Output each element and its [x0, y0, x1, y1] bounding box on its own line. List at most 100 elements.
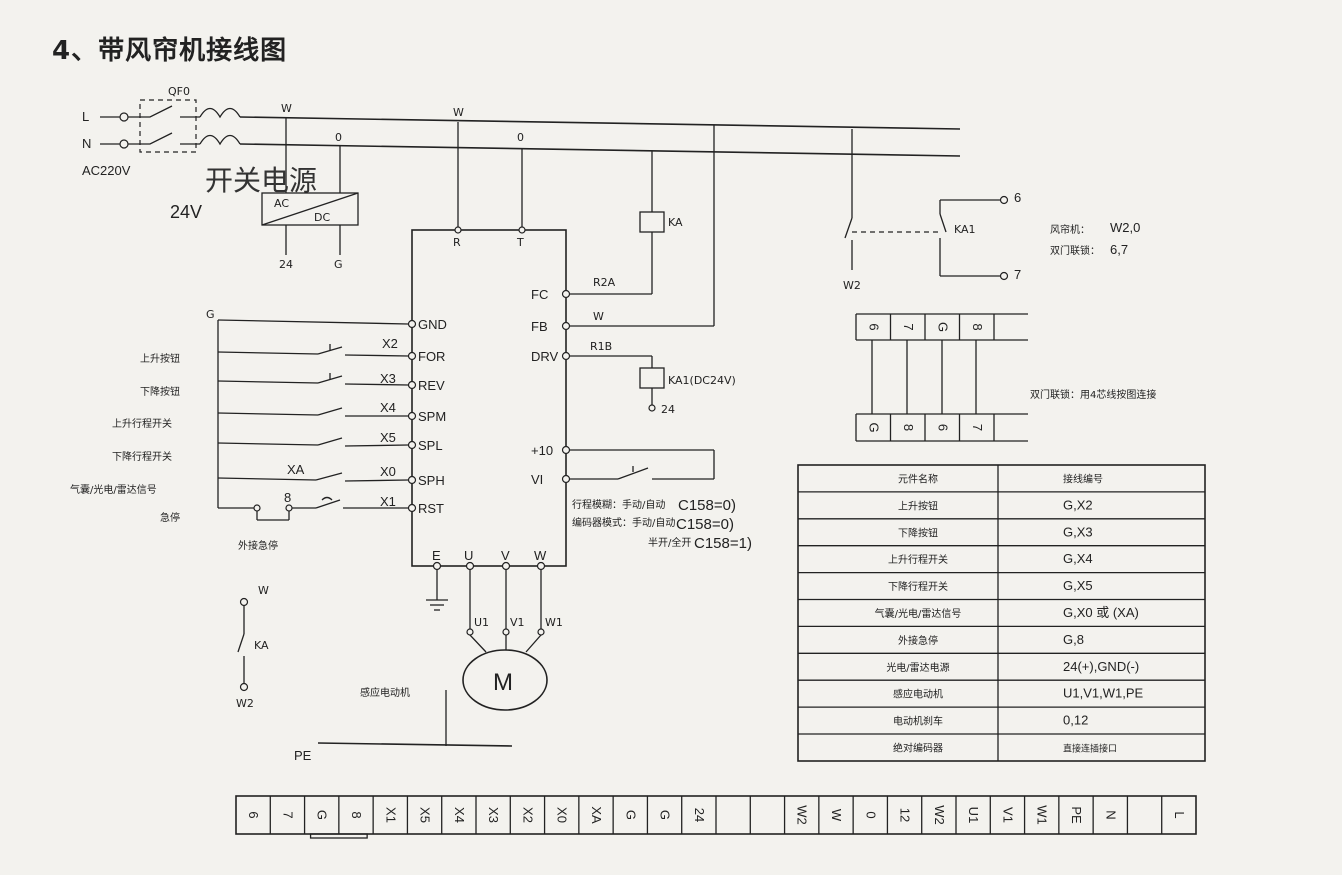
terminal-strip-cell: W2	[932, 805, 947, 825]
terminal-gnd	[407, 319, 417, 329]
estop-terminal-2	[285, 504, 293, 512]
terminal-strip-cell: V1	[1000, 807, 1015, 823]
strip-bottom-cell: 6	[935, 424, 950, 431]
terminal-l	[119, 112, 129, 122]
label-signal: 气囊/光电/雷达信号	[70, 483, 157, 496]
label-v: V	[501, 548, 510, 563]
terminal-strip-cell: 12	[898, 808, 913, 822]
ka-coil	[639, 211, 665, 233]
curtain-terminal-6	[999, 195, 1009, 205]
terminal-w	[536, 561, 546, 571]
label-for: FOR	[418, 349, 445, 364]
label-down-button: 下降按钮	[140, 385, 180, 398]
terminal-fc	[561, 289, 571, 299]
controller-box	[411, 229, 567, 567]
terminal-v	[501, 561, 511, 571]
psu-voltage: 24V	[170, 202, 202, 222]
label-t: T	[516, 236, 524, 249]
strip-bottom-cell: 7	[970, 424, 985, 431]
label-w1: W1	[545, 616, 563, 629]
terminal-n	[119, 139, 129, 149]
mode-note-2: 编码器模式：手动/自动	[572, 516, 675, 529]
label-sph: SPH	[418, 473, 445, 488]
motor-m: M	[493, 669, 513, 696]
table-cell-name: 下降行程开关	[888, 580, 948, 593]
terminal-strip-cell: 24	[692, 808, 707, 822]
terminal-fb	[561, 321, 571, 331]
g-label: G	[206, 308, 215, 321]
label-w: W	[534, 548, 547, 563]
curtain-note-value-2: 6,7	[1110, 242, 1128, 257]
label-gnd: GND	[418, 317, 447, 332]
terminal-strip-cell: X4	[452, 807, 467, 823]
ctrl-top-w: W	[453, 106, 464, 119]
psu-out-24: 24	[279, 258, 293, 271]
x2-label: X2	[382, 336, 398, 351]
terminal-strip-cell: 0	[863, 811, 878, 818]
breaker-qf0	[139, 99, 197, 153]
label-rst: RST	[418, 501, 444, 516]
line-n-label: N	[82, 136, 91, 151]
x0-label: X0	[380, 464, 396, 479]
strip-bottom-cell: G	[866, 422, 881, 432]
table-cell-name: 绝对编码器	[893, 741, 943, 754]
x1-label: X1	[380, 494, 396, 509]
controller: W 0 R T GND FOR REV SPM SPL SPH RST FC F…	[294, 106, 752, 763]
label-plus10: +10	[531, 443, 553, 458]
strip-top-cell: 6	[866, 323, 881, 330]
curtain-w2: W2	[843, 279, 861, 292]
terminal-strip-cell: X2	[520, 807, 535, 823]
strip-top-cell: 7	[901, 323, 916, 330]
label-r: R	[453, 236, 461, 249]
table-cell-code: G,X0 或 (XA)	[1063, 605, 1139, 620]
terminal-v1	[502, 628, 510, 636]
table-cell-name: 上升按钮	[898, 499, 938, 512]
label-u1: U1	[474, 616, 489, 629]
mode-code-1: C158=0)	[678, 497, 736, 514]
interlock-strip-top: 6 7 G 8	[855, 314, 995, 340]
x4-label: X4	[380, 400, 396, 415]
ka-switch-w2: W2	[236, 697, 254, 710]
ka-coil-label: KA	[668, 216, 683, 229]
terminal-plus10	[561, 445, 571, 455]
ka-switch-ka: KA	[254, 639, 269, 652]
terminal-strip-cell: PE	[1069, 806, 1084, 824]
terminal-strip-cell: X5	[418, 807, 433, 823]
psu-w-label: W	[281, 102, 292, 115]
table-cell-code: 直接连插接口	[1063, 742, 1117, 753]
ka-switch-top-terminal	[239, 597, 249, 607]
label-spm: SPM	[418, 409, 446, 424]
line-l-label: L	[82, 109, 89, 124]
label-vi: VI	[531, 472, 543, 487]
terminal-vi	[561, 474, 571, 484]
table-cell-name: 光电/雷达电源	[886, 661, 949, 674]
table-cell-code: G,8	[1063, 632, 1084, 647]
terminal-strip-cell: 7	[280, 811, 295, 818]
interlock-note: 双门联锁：用4芯线按图连接	[1030, 388, 1156, 401]
psu-out-g: G	[334, 258, 343, 271]
terminal-u1	[466, 628, 474, 636]
table-cell-code: 0,12	[1063, 713, 1088, 728]
terminal-strip-cell: U1	[966, 807, 981, 824]
strip-top-cell: G	[935, 322, 950, 332]
label-fc: FC	[531, 287, 548, 302]
terminal-strip-cell: X3	[486, 807, 501, 823]
terminal-spm	[407, 411, 417, 421]
terminal-strip-cell: X1	[383, 807, 398, 823]
xa-label: XA	[287, 462, 305, 477]
terminal-strip-cell: L	[1172, 811, 1187, 818]
page-title: 4、带风帘机接线图	[52, 36, 288, 66]
ka-contact: W KA W2	[236, 584, 269, 710]
table-cell-code: G,X3	[1063, 524, 1093, 539]
mode-code-2: C158=0)	[676, 516, 734, 533]
breaker-label: QF0	[168, 85, 190, 98]
motor-label: 感应电动机	[360, 686, 410, 699]
mode-note-1: 行程模糊：手动/自动	[572, 498, 665, 511]
table-cell-code: 24(+),GND(-)	[1063, 659, 1139, 674]
terminal-w1	[537, 628, 545, 636]
r2a-label: R2A	[593, 276, 616, 289]
label-ext-estop: 外接急停	[238, 539, 278, 552]
ka-switch-bottom-terminal	[239, 682, 249, 692]
strip-top-cell: 8	[970, 323, 985, 330]
